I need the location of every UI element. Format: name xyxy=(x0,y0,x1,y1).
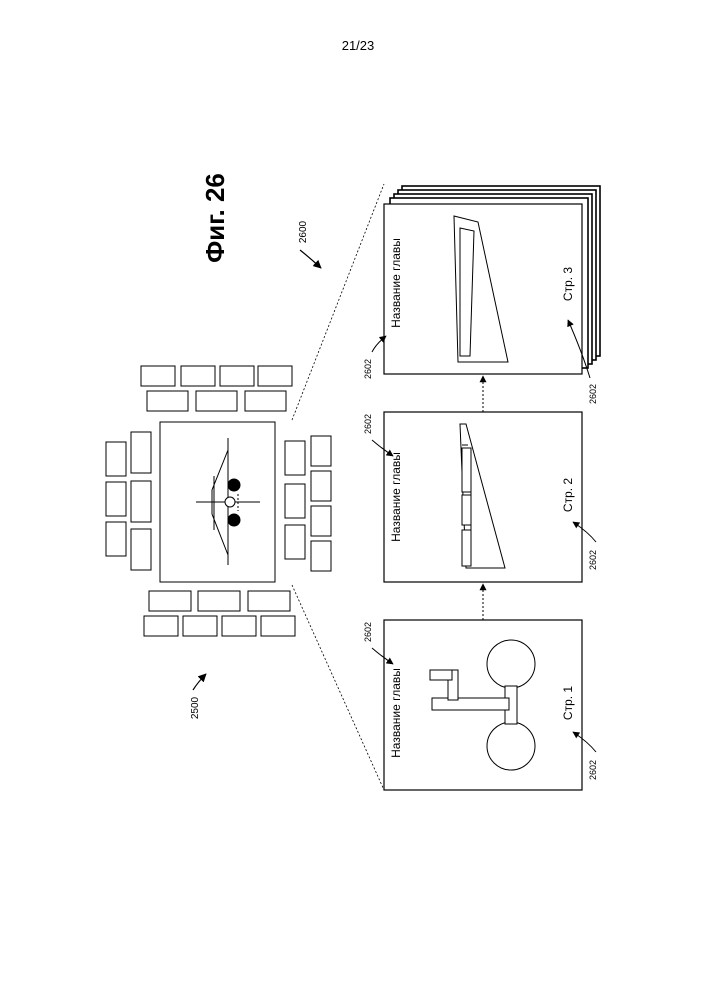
page-3-ref-bottom-label: 2602 xyxy=(588,384,598,404)
thumbnail xyxy=(311,506,331,536)
thumbnail xyxy=(285,525,305,559)
page-2-page-label: Стр. 2 xyxy=(561,478,575,513)
thumbnail xyxy=(144,616,178,636)
page-2-ref-bottom-label: 2602 xyxy=(588,550,598,570)
thumbnail xyxy=(106,522,126,556)
page-2: Название главы Стр. 2 2602 2602 xyxy=(363,412,598,582)
thumbnail xyxy=(198,591,240,611)
thumbnail xyxy=(285,441,305,475)
thumbnail xyxy=(147,391,188,411)
thumbnail xyxy=(149,591,191,611)
page-1-ref-bottom-label: 2602 xyxy=(588,760,598,780)
thumbnail xyxy=(183,616,217,636)
thumbnail xyxy=(106,482,126,516)
thumbnail xyxy=(131,529,151,570)
thumbnail xyxy=(220,366,254,386)
thumbnail xyxy=(131,481,151,522)
thumbnail xyxy=(245,391,286,411)
thumbnail xyxy=(285,484,305,518)
ref-2600-label: 2600 xyxy=(298,220,309,243)
thumbnail xyxy=(248,591,290,611)
page-2-chapter-label: Название главы xyxy=(389,452,403,542)
ref-2600-arrow xyxy=(300,250,321,268)
thumbnail xyxy=(311,471,331,501)
page-1-chapter-label: Название главы xyxy=(389,668,403,758)
thumbnail xyxy=(258,366,292,386)
page-3: Название главы Стр. 3 2602 2602 xyxy=(363,186,600,404)
page-1-ref-top-label: 2602 xyxy=(363,622,373,642)
page-3-page-label: Стр. 3 xyxy=(561,267,575,302)
thumbnail xyxy=(196,391,237,411)
page-1-page-label: Стр. 1 xyxy=(561,686,575,721)
page-3-chapter-label: Название главы xyxy=(389,238,403,328)
page-3-ref-top-label: 2602 xyxy=(363,359,373,379)
zoom-line-top xyxy=(292,184,384,420)
figure-title: Фиг. 26 xyxy=(200,173,230,263)
zoom-line-bottom xyxy=(292,585,384,790)
page-2-ref-top-label: 2602 xyxy=(363,414,373,434)
page-1: Название главы Стр. 1 2602 2602 xyxy=(363,620,598,790)
thumbnail xyxy=(131,432,151,473)
ref-2500-arrow xyxy=(193,674,206,690)
thumbnail xyxy=(222,616,256,636)
thumbnail xyxy=(181,366,215,386)
ref-2500-label: 2500 xyxy=(190,696,201,719)
overview-diagram xyxy=(106,366,331,636)
thumbnail xyxy=(311,436,331,466)
thumbnail xyxy=(261,616,295,636)
thumbnail xyxy=(106,442,126,476)
thumbnail xyxy=(311,541,331,571)
thumbnail xyxy=(141,366,175,386)
